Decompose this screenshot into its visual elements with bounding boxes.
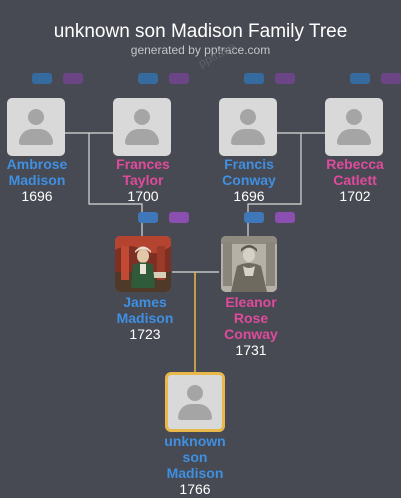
name-line: Frances	[116, 156, 170, 172]
expand-father-button[interactable]	[32, 73, 52, 84]
name-line: Francis	[224, 156, 274, 172]
birth-year: 1766	[179, 481, 211, 497]
expand-father-button[interactable]	[244, 212, 264, 223]
person-name: Ambrose Madison 1696	[0, 156, 97, 204]
person-name: James Madison 1723	[85, 294, 205, 342]
person-placeholder-icon	[7, 98, 65, 156]
name-line: Eleanor	[225, 294, 277, 310]
person-name: Rebecca Catlett 1702	[295, 156, 401, 204]
page-title: unknown son Madison Family Tree	[53, 21, 348, 42]
expand-mother-button[interactable]	[169, 73, 189, 84]
expand-mother-button[interactable]	[63, 73, 83, 84]
expand-mother-button[interactable]	[275, 73, 295, 84]
name-line: Madison	[166, 465, 224, 481]
name-line: Rose	[233, 310, 269, 326]
page-subtitle: generated by pptrace.com	[130, 43, 271, 57]
birth-year: 1696	[21, 188, 53, 204]
person-name: Frances Taylor 1700	[83, 156, 203, 204]
birth-year: 1702	[339, 188, 371, 204]
expand-father-button[interactable]	[350, 73, 370, 84]
expand-mother-button[interactable]	[381, 73, 401, 84]
person-placeholder-icon	[219, 98, 277, 156]
expand-mother-button[interactable]	[275, 212, 295, 223]
name-line: Conway	[222, 172, 276, 188]
person-placeholder-icon	[113, 98, 171, 156]
expand-father-button[interactable]	[138, 73, 158, 84]
name-line: son	[182, 449, 208, 465]
expand-mother-button[interactable]	[169, 212, 189, 223]
name-line: unknown	[164, 433, 226, 449]
birth-year: 1723	[129, 326, 161, 342]
expand-father-button[interactable]	[244, 73, 264, 84]
person-placeholder-icon	[165, 372, 225, 432]
portrait-image	[221, 236, 277, 292]
name-line: James	[123, 294, 167, 310]
name-line: Taylor	[122, 172, 164, 188]
name-line: Ambrose	[6, 156, 68, 172]
birth-year: 1731	[235, 342, 267, 358]
name-line: Catlett	[333, 172, 377, 188]
person-name: Francis Conway 1696	[189, 156, 309, 204]
expand-father-button[interactable]	[138, 212, 158, 223]
portrait-image	[115, 236, 171, 292]
name-line: Madison	[116, 310, 174, 326]
birth-year: 1696	[233, 188, 265, 204]
name-line: Rebecca	[326, 156, 384, 172]
person-name: Eleanor Rose Conway 1731	[191, 294, 311, 358]
person-name: unknown son Madison 1766	[135, 433, 255, 497]
name-line: Madison	[8, 172, 66, 188]
person-placeholder-icon	[325, 98, 383, 156]
birth-year: 1700	[127, 188, 159, 204]
name-line: Conway	[224, 326, 278, 342]
